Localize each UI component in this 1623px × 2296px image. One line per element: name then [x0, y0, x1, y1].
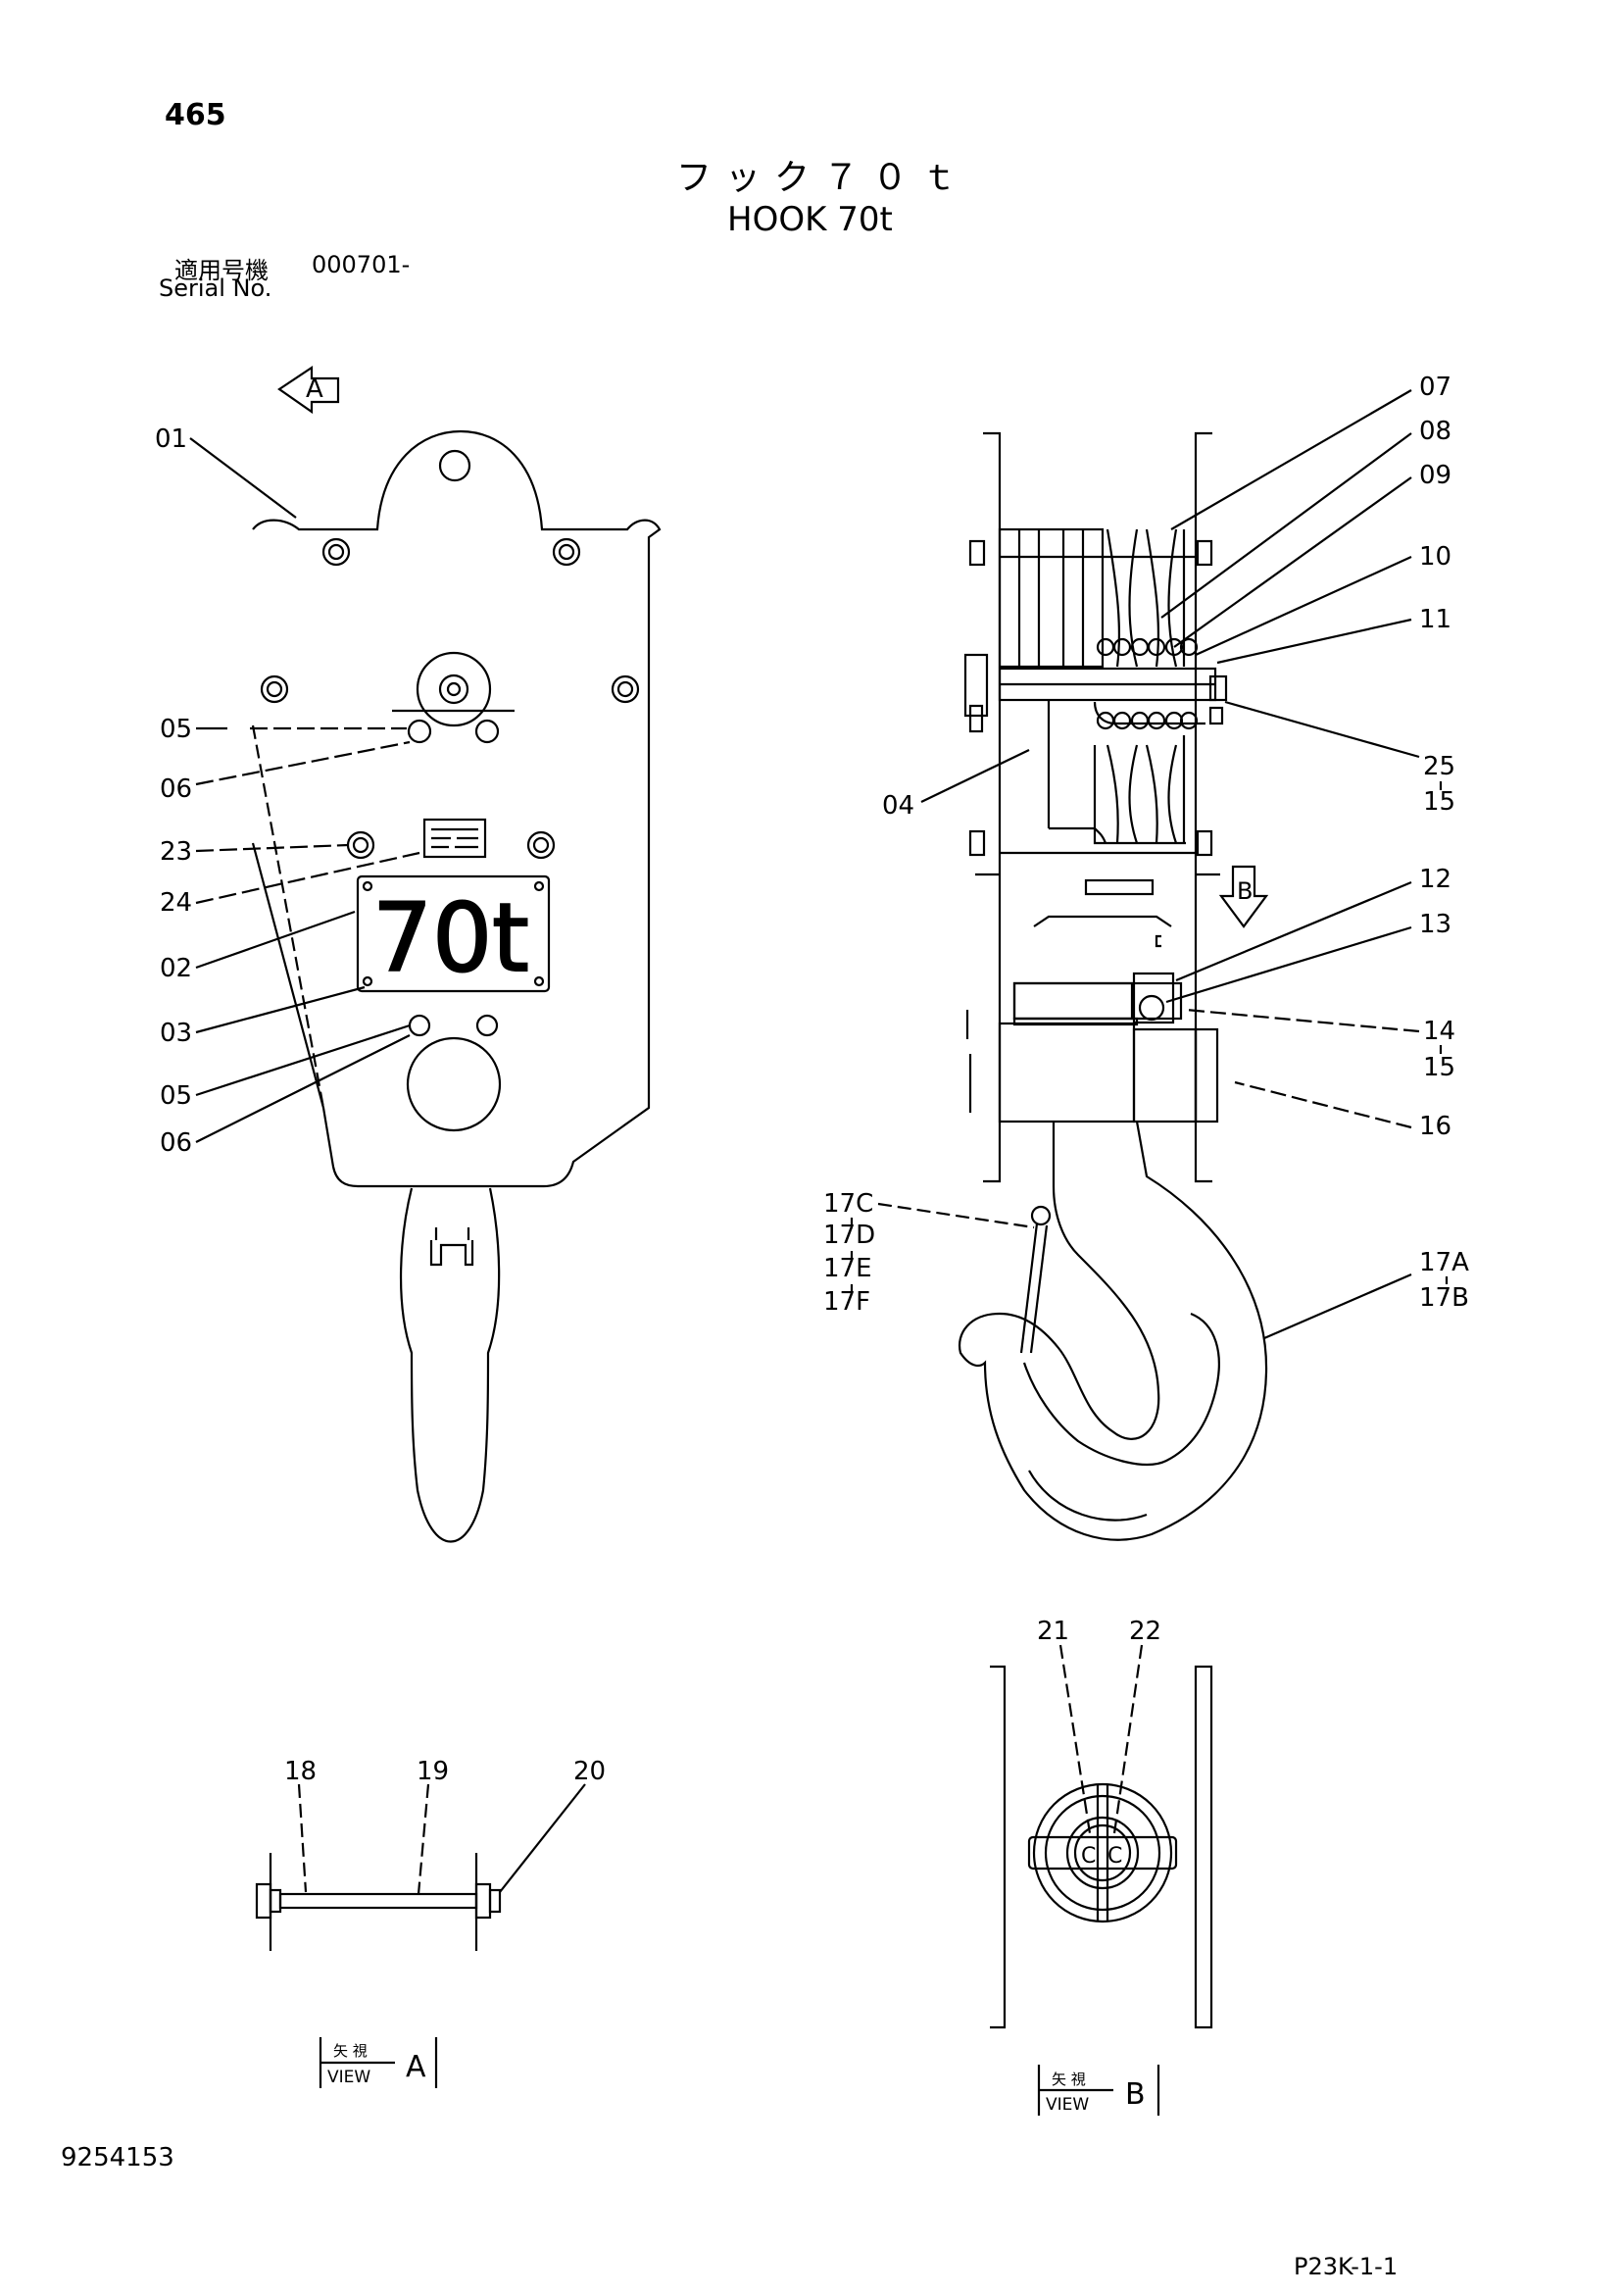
upper-sheave-stack	[968, 527, 1213, 669]
main-shaft	[963, 653, 1228, 733]
front-view: A	[155, 365, 662, 1543]
callout: 17D	[823, 1221, 875, 1250]
view-b-letter: B	[1125, 2077, 1146, 2112]
callout: 25	[1423, 752, 1455, 781]
front-centerline	[251, 724, 325, 1109]
view-b-callouts: 21 22	[1037, 1617, 1161, 1646]
callout: 02	[160, 954, 192, 983]
front-leaders	[189, 437, 420, 1143]
top-eye-hole	[438, 449, 471, 482]
document-number: 9254153	[61, 2143, 174, 2172]
title-japanese: フック７０ｔ	[676, 158, 971, 198]
page-number: 465	[165, 98, 226, 132]
callout: 17A	[1419, 1248, 1469, 1277]
view-b-plate-right	[1194, 1665, 1213, 2029]
front-callouts: 01 05 06 23 24 02 03 05 06	[155, 424, 192, 1158]
view-b-en: VIEW	[1046, 2095, 1089, 2115]
callout: 01	[155, 424, 187, 454]
side-callouts: 07 08 09 10 11 25 15 04 12 13 14 15 16 1…	[823, 373, 1469, 1317]
view-a-detail: 18 19 20 矢 視 VIEW A	[255, 1757, 606, 2088]
callout: 22	[1129, 1617, 1161, 1646]
view-a-jp: 矢 視	[333, 2042, 368, 2060]
callout: 04	[882, 791, 914, 821]
view-a-label-box: 矢 視 VIEW A	[319, 2037, 438, 2088]
sheet-reference: P23K-1-1	[1294, 2253, 1399, 2280]
callout: 12	[1419, 865, 1451, 894]
lower-sheave-stack	[968, 735, 1213, 857]
callout: 13	[1419, 910, 1451, 939]
callout: 10	[1419, 542, 1451, 572]
callout: 06	[160, 1128, 192, 1158]
callout: 21	[1037, 1617, 1069, 1646]
hook-side	[958, 1121, 1268, 1541]
view-arrow-b: B	[1218, 865, 1269, 928]
callout: 17F	[823, 1287, 870, 1317]
trunnion-bore	[406, 1036, 502, 1132]
callout: 17E	[823, 1254, 872, 1283]
callout: 05	[160, 1081, 192, 1111]
serial-label-english: Serial No.	[159, 275, 272, 302]
center-frame	[1000, 700, 1196, 855]
view-b-clip-1: C	[1081, 1844, 1096, 1869]
view-b-clip-2: C	[1107, 1844, 1122, 1869]
upper-sheave	[392, 651, 515, 744]
capacity-plate-text: 70t	[372, 883, 529, 993]
callout-group-ticks	[850, 781, 1449, 1292]
serial-label-japanese: 適用号機	[174, 257, 269, 284]
callout: 14	[1423, 1017, 1455, 1046]
side-leaders	[877, 389, 1420, 1340]
view-arrow-a: A	[277, 365, 340, 415]
view-b-plate-left	[990, 1665, 1007, 2029]
callout: 18	[284, 1757, 317, 1786]
callout: 15	[1423, 1053, 1455, 1082]
bearing-row-upper	[1096, 637, 1199, 730]
view-arrow-a-letter: A	[306, 374, 323, 404]
callout: 03	[160, 1019, 192, 1048]
callout: 17B	[1419, 1283, 1469, 1313]
callout: 07	[1419, 373, 1451, 402]
title-english: HOOK 70t	[727, 200, 893, 239]
capacity-plate: 70t	[356, 874, 551, 994]
hook-block-body	[251, 429, 662, 1188]
front-bolts	[260, 537, 640, 860]
view-b-jp: 矢 視	[1052, 2071, 1086, 2088]
view-b-label-box: 矢 視 VIEW B	[1037, 2065, 1160, 2116]
view-b-detail: C C 21 22 矢 視 VIEW B	[990, 1617, 1213, 2116]
lower-bolt-right	[475, 1014, 499, 1037]
crosshead	[965, 873, 1220, 1123]
view-a-en: VIEW	[327, 2068, 370, 2087]
lower-bolt-left	[408, 1014, 431, 1037]
callout: 23	[160, 837, 192, 867]
callout: 05	[160, 715, 192, 744]
side-view: B 07 08 09	[823, 373, 1469, 1541]
side-plate-left	[983, 431, 1002, 1183]
callout: 19	[417, 1757, 449, 1786]
callout: 15	[1423, 787, 1455, 817]
view-a-letter: A	[406, 2050, 426, 2084]
callout: 06	[160, 774, 192, 804]
callout: 24	[160, 888, 192, 918]
callout: 08	[1419, 417, 1451, 446]
view-a-callouts: 18 19 20	[284, 1757, 606, 1786]
callout: 20	[573, 1757, 606, 1786]
view-arrow-b-letter: B	[1237, 877, 1253, 905]
hook-shank-front	[399, 1187, 501, 1543]
callout: 17C	[823, 1189, 873, 1219]
callout: 16	[1419, 1112, 1451, 1141]
side-plate-right	[1194, 431, 1212, 1183]
callout: 11	[1419, 605, 1451, 634]
callout: 09	[1419, 461, 1451, 490]
serial-number-value: 000701-	[312, 251, 411, 278]
nameplate	[422, 818, 487, 859]
